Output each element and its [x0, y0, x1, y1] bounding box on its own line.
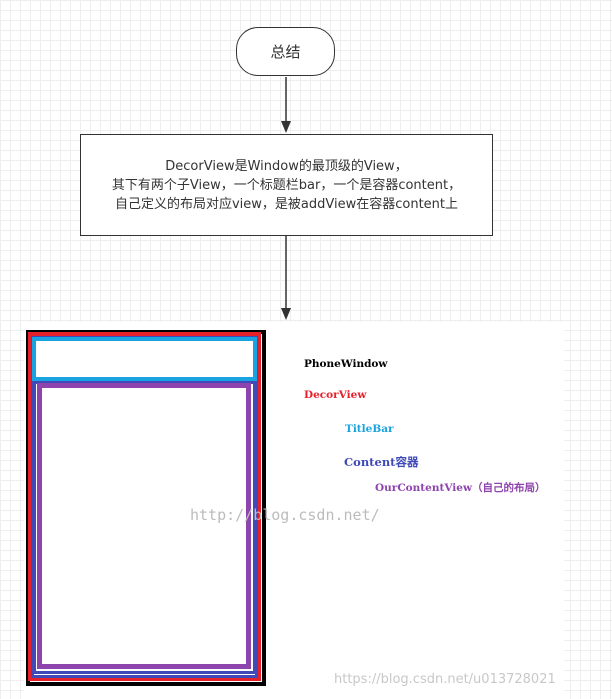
legend-title-bar: TitleBar — [345, 423, 394, 435]
start-node-label: 总结 — [270, 43, 301, 61]
decor-view-frame — [28, 332, 261, 681]
process-line-3: 自己定义的布局对应view，是被addView在容器content上 — [114, 196, 459, 212]
content-container-frame — [33, 381, 256, 674]
legend-decor-view: DecorView — [304, 389, 367, 401]
legend-our-content-view: OurContentView（自己的布局） — [375, 482, 546, 494]
center-watermark: http://blog.csdn.net/ — [190, 506, 380, 524]
corner-watermark: https://blog.csdn.net/u013728021 — [334, 672, 556, 687]
process-line-1: DecorView是Window的最顶级的View， — [165, 158, 408, 174]
our-content-view-frame — [37, 383, 251, 669]
arrowhead-process-to-diagram — [281, 308, 291, 320]
legend-phone-window: PhoneWindow — [304, 358, 388, 370]
start-node: 总结 — [236, 27, 335, 76]
process-node: DecorView是Window的最顶级的View， 其下有两个子View，一个… — [80, 134, 493, 236]
legend-content: Content容器 — [344, 455, 419, 469]
title-bar-frame — [32, 337, 257, 381]
process-line-2: 其下有两个子View，一个标题栏bar，一个是容器content， — [111, 177, 462, 193]
arrowhead-start-to-process — [281, 121, 291, 133]
